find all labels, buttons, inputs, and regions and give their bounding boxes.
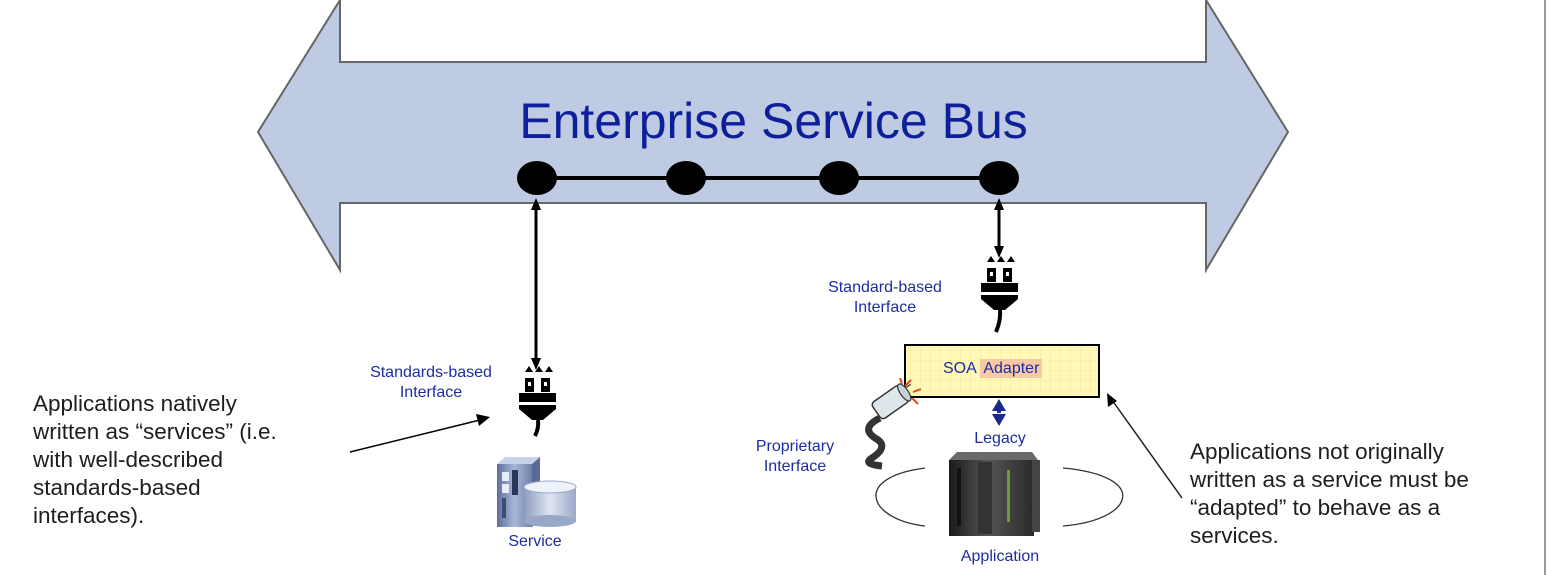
left-note-line1: Applications natively — [33, 391, 237, 416]
service-server-icon — [497, 457, 577, 527]
left-note-line2: written as “services” (i.e. — [33, 419, 277, 444]
bus-arrow-shape — [256, 0, 1290, 274]
bus-node-3 — [819, 161, 859, 195]
left-note-line5: interfaces). — [33, 503, 145, 528]
bus-node-4 — [979, 161, 1019, 195]
left-interface-label: Standards-based Interface — [346, 363, 516, 403]
right-border-line — [1544, 0, 1546, 575]
right-note-line2: written as a service must be — [1190, 467, 1469, 492]
mainframe-icon — [949, 452, 1040, 536]
proprietary-interface-label: Proprietary Interface — [740, 437, 850, 477]
left-annotation-arrow — [349, 414, 490, 453]
right-interface-label-line1: Standard-based — [828, 279, 942, 296]
service-label: Service — [508, 533, 562, 550]
bus-node-1 — [517, 161, 557, 195]
left-note: Applications natively written as “servic… — [33, 390, 363, 530]
right-plug-icon — [981, 256, 1018, 333]
left-plug-icon — [519, 366, 556, 437]
left-note-line4: standards-based — [33, 475, 201, 500]
legacy-label: Legacy — [974, 430, 1026, 447]
adapter-prefix: SOA — [943, 360, 976, 377]
left-connector-arrow — [531, 198, 541, 370]
proprietary-line2: Interface — [763, 458, 827, 475]
application-label: Application — [960, 548, 1040, 565]
right-note: Applications not originally written as a… — [1190, 438, 1540, 550]
bus-title: Enterprise Service Bus — [519, 93, 1028, 149]
right-interface-label: Standard-based Interface — [805, 278, 965, 318]
right-connector-arrow — [994, 198, 1004, 258]
right-note-line1: Applications not originally — [1190, 439, 1444, 464]
adapter-legacy-arrow — [992, 399, 1006, 426]
left-interface-label-line2: Interface — [399, 384, 463, 401]
right-note-line3: “adapted” to behave as a — [1190, 495, 1441, 520]
proprietary-plug-icon — [865, 377, 922, 470]
left-note-line3: with well-described — [33, 447, 224, 472]
right-note-line4: services. — [1190, 523, 1279, 548]
adapter-highlight: Adapter — [980, 359, 1043, 378]
left-interface-label-line1: Standards-based — [370, 364, 492, 381]
right-interface-label-line2: Interface — [853, 299, 917, 316]
application-ring — [875, 467, 1124, 527]
right-annotation-arrow — [1107, 393, 1183, 499]
proprietary-line1: Proprietary — [755, 438, 835, 455]
bus-node-2 — [666, 161, 706, 195]
soa-adapter-label: SOA Adapter — [943, 359, 1043, 378]
